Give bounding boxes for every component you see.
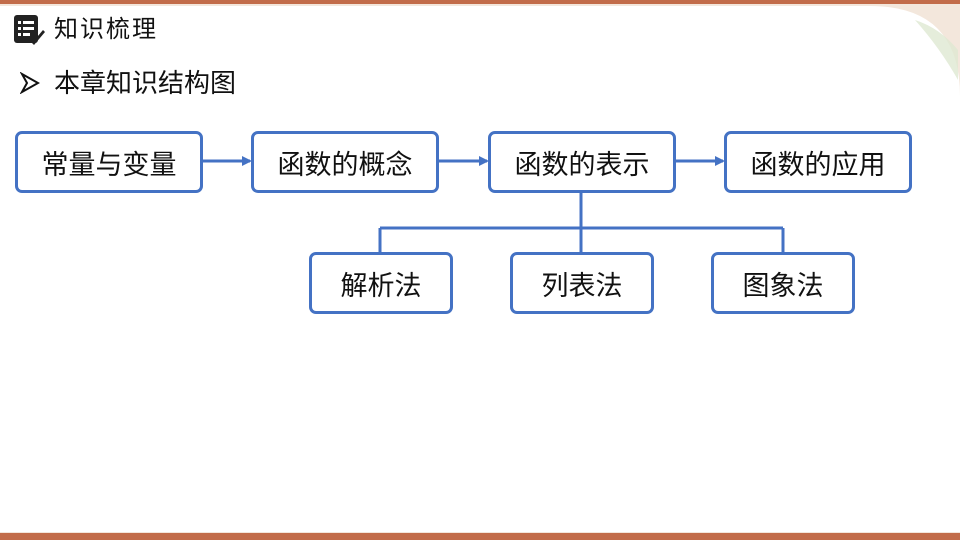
node-table-method: 列表法 [510,252,654,314]
node-graph-method: 图象法 [711,252,855,314]
header-title: 知识梳理 [54,15,158,43]
list-icon [14,15,45,45]
node-label: 常量与变量 [41,149,177,181]
node-label: 解析法 [340,270,422,302]
node-function-application: 函数的应用 [724,131,912,193]
branch-connector [378,193,785,252]
node-label: 函数的表示 [514,149,650,181]
node-function-concept: 函数的概念 [251,131,439,193]
node-analytic-method: 解析法 [309,252,453,314]
node-label: 图象法 [742,270,824,302]
node-constants-and-variables: 常量与变量 [15,131,203,193]
node-function-representation: 函数的表示 [488,131,676,193]
node-label: 函数的应用 [750,149,886,181]
node-label: 函数的概念 [277,149,413,181]
section-title: 本章知识结构图 [54,69,237,99]
arrowhead-bullet-icon [20,72,40,94]
node-label: 列表法 [541,270,623,302]
